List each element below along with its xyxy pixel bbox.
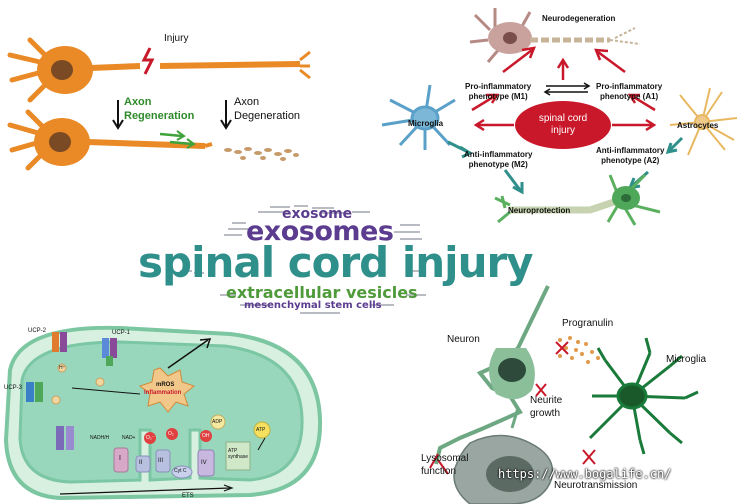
injury-label: Injury xyxy=(164,33,189,44)
oh-molecule xyxy=(200,430,212,442)
anti-inflammatory-m2-label: Anti-inflammatory phenotype (M2) xyxy=(464,150,533,169)
axon-injury-panel: Injury Axon Regeneration Axon Degenerati… xyxy=(0,0,311,195)
h-plus-label: H⁺ xyxy=(59,365,66,371)
progranulin-illustration xyxy=(429,285,699,504)
pro-inflammatory-a1-label: Pro-inflammatory phenotype (A1) xyxy=(596,82,663,101)
phenotype-switch-arrows xyxy=(543,82,591,96)
pro-inflammatory-m1-label: Pro-inflammatory phenotype (M1) xyxy=(465,82,532,101)
progranulin-granules xyxy=(558,336,600,364)
glia-phenotype-illustration xyxy=(381,8,737,226)
word-exosomes: exosomes xyxy=(246,216,394,247)
complex-iii xyxy=(155,449,171,473)
ucp3-label: UCP-3 xyxy=(4,385,23,391)
o2-minus-molecule xyxy=(144,432,156,444)
mros-burst-icon xyxy=(138,367,196,413)
ucp2-label: UCP-2 xyxy=(28,328,47,334)
anti-inflammatory-a2-label: Anti-inflammatory phenotype (A2) xyxy=(596,146,665,165)
astrocyte-cell xyxy=(669,87,737,156)
ets-label: ETS xyxy=(182,493,194,499)
green-growth-arrows xyxy=(159,130,196,149)
microglia-label: Microglia xyxy=(408,119,444,128)
axon-injury-illustration xyxy=(7,37,311,171)
progranulin-panel: Neuron Progranulin Microglia Neurite gro… xyxy=(400,278,737,504)
tiny-word-noise xyxy=(180,205,426,314)
word-spinal-cord-injury: spinal cord injury xyxy=(138,238,534,287)
adp-label: ADP xyxy=(212,419,223,425)
neurite-growth-label: Neurite growth xyxy=(530,395,563,419)
neurodegeneration-label: Neurodegeneration xyxy=(542,14,616,23)
purple-transporter xyxy=(56,426,74,450)
lysosomal-function-label: Lysosomal function xyxy=(421,453,469,477)
red-x-marks xyxy=(535,341,596,465)
atp-molecule xyxy=(253,421,271,439)
neuron-label: Neuron xyxy=(447,334,480,345)
o2-molecule xyxy=(166,428,178,440)
degenerating-neuron xyxy=(469,8,641,63)
ucp1-label: UCP-1 xyxy=(112,330,131,336)
axon-degeneration-label: Axon Degeneration xyxy=(234,96,301,122)
o2-label: O₂ xyxy=(168,431,174,437)
spinal-cord-injury-hub xyxy=(515,101,611,149)
astrocytes-label: Astrocytes xyxy=(677,121,719,130)
complex-iv xyxy=(197,449,215,477)
complex-ii xyxy=(135,455,151,473)
neurotransmission-label: Neurotransmission xyxy=(554,480,638,491)
complex-i xyxy=(113,447,129,473)
cyt-c xyxy=(171,465,193,479)
mros-label: mROS xyxy=(156,382,175,388)
mitochondrion-panel: UCP-2 UCP-1 UCP-3 H⁺ mROS Inflammation N… xyxy=(0,310,330,504)
microglia-label-bottom: Microglia xyxy=(666,354,707,365)
ucp2-protein xyxy=(52,332,67,352)
microglia-cell xyxy=(381,84,456,150)
watermark-url: https://www.bogalife.cn/ xyxy=(498,467,672,481)
inflammation-label: Inflammation xyxy=(144,390,182,396)
injury-lightning-icon xyxy=(141,47,155,75)
atp-label: ATP xyxy=(256,427,266,433)
intact-neuron xyxy=(7,37,311,103)
atp-synthase xyxy=(225,441,251,471)
dark-green-microglia xyxy=(588,337,699,455)
progranulin-label: Progranulin xyxy=(562,318,614,329)
complex-iv-label: IV xyxy=(201,460,207,466)
mitochondrion-illustration xyxy=(3,325,323,501)
h-plus-ions xyxy=(51,363,105,405)
nad-label: NAD+ xyxy=(122,435,136,441)
spinal-cord-injury-hub-label: spinal cord injury xyxy=(538,113,588,136)
keyword-word-cloud: exosome exosomes spinal cord injury extr… xyxy=(120,198,534,318)
adp-molecule xyxy=(210,414,226,430)
word-extracellular-vesicles: extracellular vesicles xyxy=(226,283,418,302)
complex-iii-label: III xyxy=(158,458,164,464)
nadh-label: NADH/H xyxy=(90,435,110,441)
axon-regeneration-label: Axon Regeneration xyxy=(124,96,195,122)
degenerated-fragments xyxy=(224,147,299,161)
complex-ii-label: II xyxy=(139,460,143,466)
green-neuron xyxy=(429,285,550,475)
cyt-c-label: Cyt C xyxy=(174,468,187,474)
oh-label: OH xyxy=(202,433,210,439)
word-mesenchymal-stem-cells: mesenchymal stem cells xyxy=(244,300,382,311)
red-arrows xyxy=(471,46,657,132)
atp-synthase-label: ATP synthase xyxy=(228,448,249,460)
neuroprotection-label: Neuroprotection xyxy=(508,206,571,215)
regenerating-neuron xyxy=(7,109,213,171)
o2-minus-label: O₂⁻ xyxy=(146,435,155,441)
word-exosome: exosome xyxy=(282,206,353,222)
ucp1-protein xyxy=(102,338,117,366)
glia-phenotype-panel: spinal cord injury Neurodegeneration Neu… xyxy=(370,0,737,230)
protected-neuron xyxy=(494,173,661,226)
ucp3-protein xyxy=(26,382,43,402)
complex-i-label: I xyxy=(119,455,121,462)
